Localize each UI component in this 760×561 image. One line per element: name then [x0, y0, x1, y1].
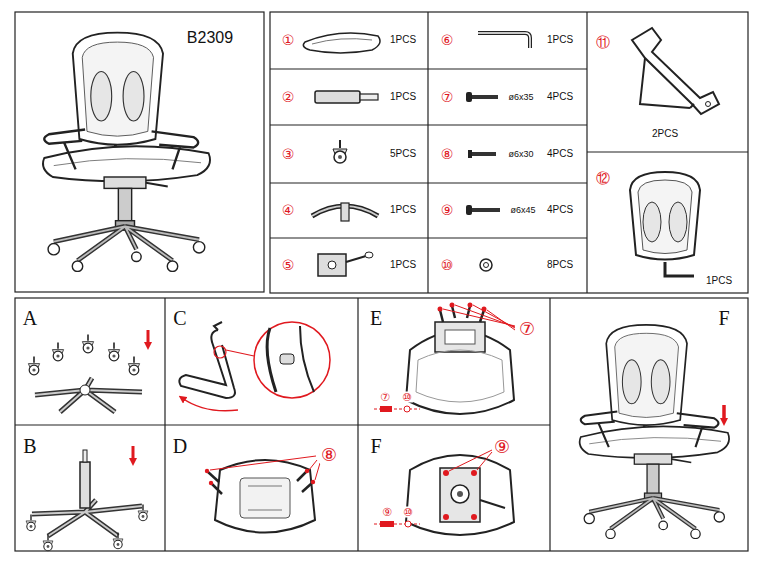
dimension: ø6x45 — [510, 206, 535, 215]
quantity: 4PCS — [547, 149, 573, 159]
quantity: 1PCS — [547, 35, 573, 45]
quantity: 5PCS — [390, 149, 416, 159]
part-number: ⑤ — [281, 258, 296, 272]
part-number: ⑪ — [595, 35, 611, 49]
part-number: ⑥ — [440, 33, 455, 47]
quantity: 8PCS — [547, 260, 573, 270]
quantity: 2PCS — [652, 129, 678, 139]
quantity: 4PCS — [547, 205, 573, 215]
quantity: 1PCS — [390, 260, 416, 270]
part-number: ④ — [281, 203, 296, 217]
callout-number: ⑨ — [493, 438, 511, 456]
model-number: B2309 — [187, 30, 233, 46]
part-number: ① — [281, 33, 296, 47]
step-letter: A — [23, 308, 37, 328]
callout-number: ⑦ — [518, 320, 536, 338]
callout-number: ⑦ — [379, 392, 391, 403]
step-letter: D — [173, 436, 187, 456]
quantity: 1PCS — [390, 205, 416, 215]
dimension: ø6x30 — [508, 150, 533, 159]
callout-number: ⑨ — [381, 507, 393, 518]
part-number: ⑨ — [440, 203, 455, 217]
step-letter: E — [370, 308, 382, 328]
part-number: ⑧ — [440, 147, 455, 161]
quantity: 1PCS — [390, 92, 416, 102]
part-number: ② — [281, 90, 296, 104]
step-letter: C — [173, 308, 186, 328]
dimension: ø6x35 — [508, 93, 533, 102]
part-number: ⑫ — [595, 171, 611, 185]
step-letter: F — [718, 308, 729, 328]
step-letter: B — [23, 436, 36, 456]
callout-number: ⑧ — [320, 446, 338, 464]
part-number: ⑩ — [440, 258, 455, 272]
step-letter: F — [370, 436, 381, 456]
callout-number: ⑩ — [402, 507, 414, 518]
part-number: ⑦ — [440, 90, 455, 104]
part-number: ③ — [281, 147, 296, 161]
callout-number: ⑩ — [401, 392, 413, 403]
quantity: 1PCS — [390, 35, 416, 45]
quantity: 1PCS — [706, 276, 732, 286]
quantity: 4PCS — [547, 92, 573, 102]
